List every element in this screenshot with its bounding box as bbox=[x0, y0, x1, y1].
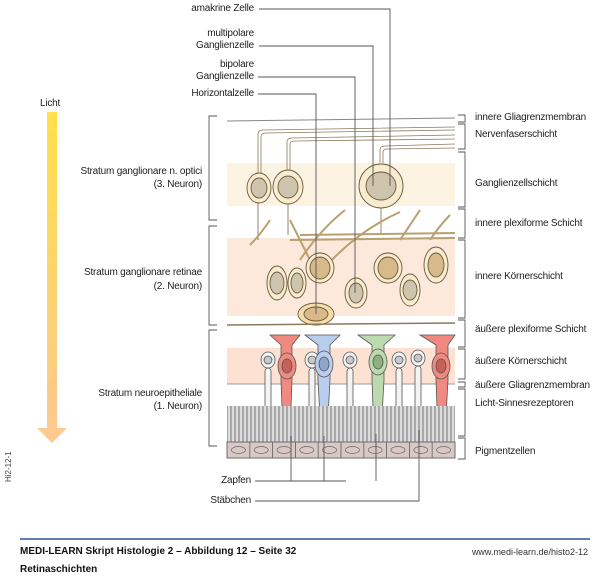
layer-photoreceptors: Licht-Sinnesrezeptoren bbox=[475, 398, 574, 409]
layer-ganglion-cell: Ganglienzellschicht bbox=[475, 178, 558, 189]
footer-rule bbox=[20, 538, 590, 540]
label-rods: Stäbchen bbox=[210, 495, 251, 506]
stratum-neuroepitheliale-neuron: (1. Neuron) bbox=[153, 401, 203, 412]
stratum-ganglionare-optici: Stratum ganglionare n. optici bbox=[80, 166, 203, 177]
stratum-ganglionare-retinae: Stratum ganglionare retinae bbox=[83, 267, 202, 278]
layer-outer-plexiform: äußere plexiforme Schicht bbox=[475, 324, 587, 335]
light-label: Licht bbox=[40, 98, 61, 109]
footer-subtitle: Retinaschichten bbox=[20, 564, 98, 575]
left-brackets bbox=[208, 115, 217, 447]
pigment-nucleus bbox=[231, 446, 246, 454]
right-brackets bbox=[458, 114, 466, 460]
label-bipolar-line1: bipolare bbox=[220, 59, 254, 70]
footer-title: MEDI-LEARN Skript Histologie 2 – Abbildu… bbox=[20, 546, 297, 557]
label-horizontal-cell: Horizontalzelle bbox=[191, 88, 254, 99]
figure-id: Hi2-12-1 bbox=[4, 451, 13, 482]
pigment-nucleus bbox=[299, 446, 315, 454]
layer-inner-limiting-membrane: innere Gliagrenzmembran bbox=[475, 112, 587, 123]
label-multipolar-line1: multipolare bbox=[207, 28, 254, 39]
pigment-epithelium bbox=[226, 406, 456, 459]
inner-nuclear-cells bbox=[226, 246, 456, 326]
pigment-nucleus bbox=[390, 446, 406, 454]
pigment-nucleus bbox=[413, 446, 429, 454]
layer-inner-nuclear: innere Körnerschicht bbox=[475, 271, 563, 282]
layer-inner-plexiform: innere plexiforme Schicht bbox=[475, 218, 583, 229]
stratum-ganglionare-retinae-neuron: (2. Neuron) bbox=[153, 281, 203, 292]
inner-plexiform-dendrites bbox=[249, 209, 456, 263]
label-bipolar-line2: Ganglienzelle bbox=[196, 71, 254, 82]
layer-pigment-cells: Pigmentzellen bbox=[475, 446, 536, 457]
layer-nerve-fiber: Nervenfaserschicht bbox=[475, 129, 557, 140]
pigment-nucleus bbox=[367, 446, 383, 454]
pigment-nucleus bbox=[436, 446, 451, 454]
label-amakrine-cell: amakrine Zelle bbox=[191, 3, 254, 14]
stratum-ganglionare-optici-neuron: (3. Neuron) bbox=[153, 179, 203, 190]
cone-cell-green bbox=[356, 334, 397, 435]
label-multipolar-line2: Ganglienzelle bbox=[196, 40, 254, 51]
layer-outer-limiting-membrane: äußere Gliagrenzmembran bbox=[475, 380, 590, 391]
label-cones: Zapfen bbox=[221, 475, 251, 486]
pointer-lines bbox=[255, 8, 420, 502]
footer-url[interactable]: www.medi-learn.de/histo2-12 bbox=[471, 547, 588, 557]
pigment-nucleus bbox=[345, 446, 360, 454]
light-arrow bbox=[37, 112, 67, 443]
layer-outer-nuclear: äußere Körnerschicht bbox=[475, 356, 567, 367]
pigment-nucleus bbox=[322, 446, 337, 454]
pigment-cell bbox=[431, 441, 456, 459]
nerve-fibers bbox=[257, 126, 456, 185]
pigment-nucleus bbox=[253, 446, 269, 454]
stratum-neuroepitheliale: Stratum neuroepitheliale bbox=[98, 388, 202, 399]
